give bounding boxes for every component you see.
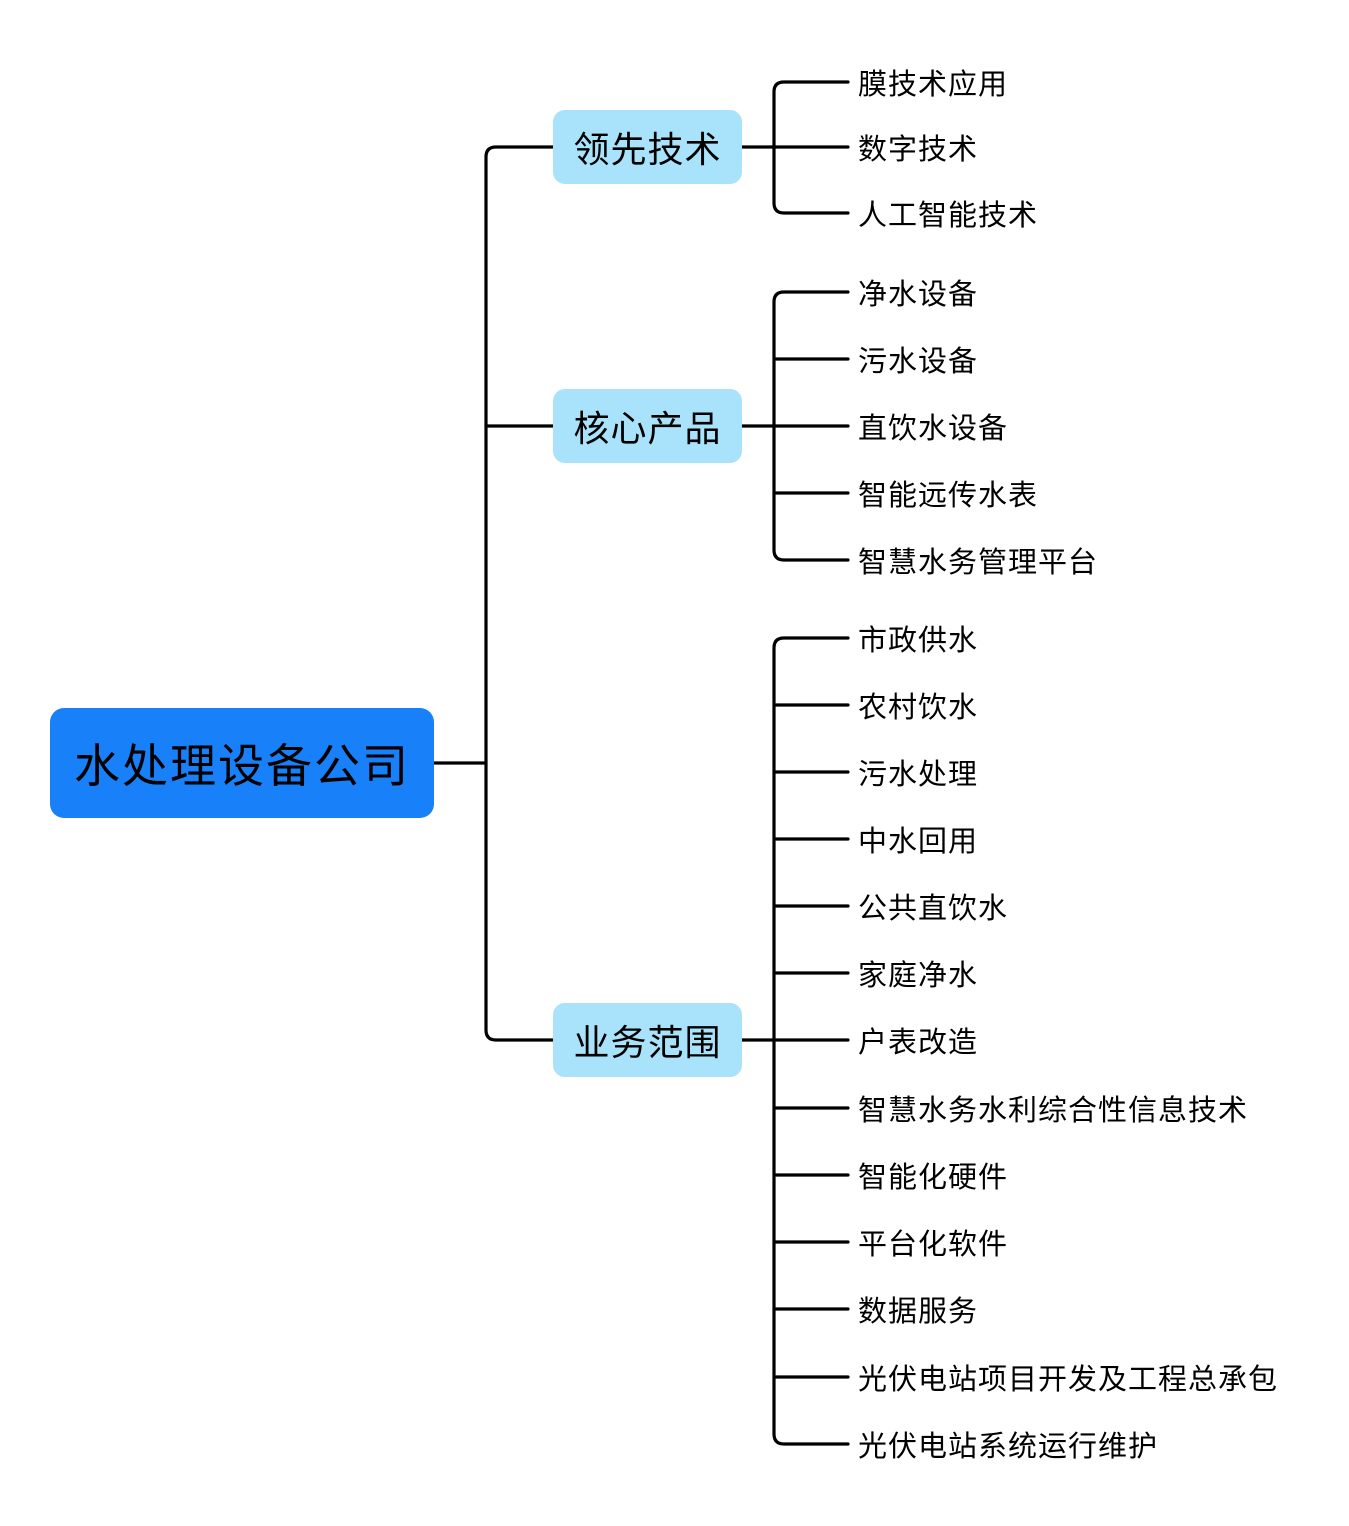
leaf-node[interactable]: 数据服务 <box>858 1296 979 1328</box>
leaf-node[interactable]: 光伏电站项目开发及工程总承包 <box>858 1364 1279 1396</box>
branch-node-business-scope[interactable]: 业务范围 <box>553 1003 742 1077</box>
leaf-node[interactable]: 公共直饮水 <box>858 893 1009 925</box>
branch-node-leading-technology[interactable]: 领先技术 <box>553 110 742 184</box>
leaf-node[interactable]: 智慧水务水利综合性信息技术 <box>858 1095 1249 1127</box>
leaf-node[interactable]: 人工智能技术 <box>858 200 1039 232</box>
connector-branch2-children <box>740 290 850 562</box>
leaf-node[interactable]: 平台化软件 <box>858 1229 1009 1261</box>
leaf-node[interactable]: 智慧水务管理平台 <box>858 547 1099 579</box>
leaf-node[interactable]: 中水回用 <box>858 826 979 858</box>
leaf-node[interactable]: 智能化硬件 <box>858 1162 1009 1194</box>
leaf-node[interactable]: 户表改造 <box>858 1027 979 1059</box>
leaf-node[interactable]: 直饮水设备 <box>858 413 1009 445</box>
branch-node-core-products[interactable]: 核心产品 <box>553 389 742 463</box>
leaf-node[interactable]: 污水处理 <box>858 759 979 791</box>
leaf-node[interactable]: 家庭净水 <box>858 960 979 992</box>
connector-branch3-children <box>740 636 850 1446</box>
leaf-node[interactable]: 膜技术应用 <box>858 69 1009 101</box>
leaf-node[interactable]: 市政供水 <box>858 625 979 657</box>
leaf-node[interactable]: 数字技术 <box>858 134 979 166</box>
root-node[interactable]: 水处理设备公司 <box>50 708 434 818</box>
leaf-node[interactable]: 光伏电站系统运行维护 <box>858 1431 1159 1463</box>
leaf-node[interactable]: 净水设备 <box>858 279 979 311</box>
leaf-node[interactable]: 智能远传水表 <box>858 480 1039 512</box>
connector-main-trunk <box>484 145 555 1042</box>
leaf-node[interactable]: 农村饮水 <box>858 692 979 724</box>
leaf-node[interactable]: 污水设备 <box>858 346 979 378</box>
connector-branch1-children <box>740 80 850 215</box>
